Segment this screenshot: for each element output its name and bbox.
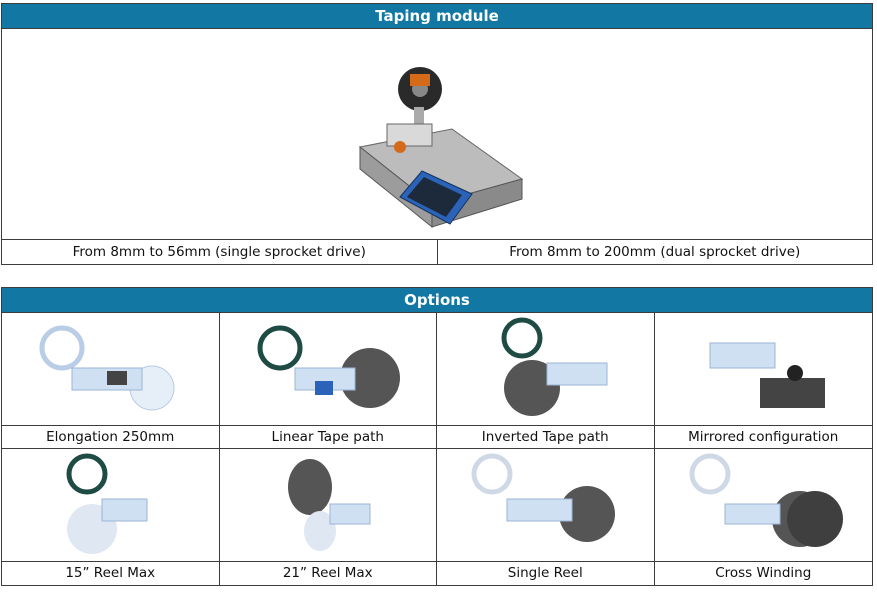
option-label: Linear Tape path xyxy=(219,426,437,449)
option-label: Inverted Tape path xyxy=(437,426,655,449)
dual-sprocket-caption: From 8mm to 200mm (dual sprocket drive) xyxy=(436,240,873,264)
option-label: Cross Winding xyxy=(715,565,812,581)
option-image-cross-winding xyxy=(654,449,872,562)
option-label: Mirrored configuration xyxy=(654,426,872,449)
option-label: Single Reel xyxy=(437,562,655,585)
option-image-inverted-tape-path xyxy=(437,313,655,426)
option-image-21-reel-max xyxy=(219,449,437,562)
option-image-15-reel-max xyxy=(2,449,220,562)
option-label: 21” Reel Max xyxy=(220,562,437,585)
option-image-mirrored-configuration xyxy=(654,313,872,426)
option-image-elongation xyxy=(2,313,220,426)
option-label: Elongation 250mm xyxy=(2,426,220,449)
options-grid: Elongation 250mm Linear Tape path Invert… xyxy=(2,313,872,585)
options-header: Options xyxy=(2,288,872,313)
option-label: 15” Reel Max xyxy=(2,562,220,585)
options-table: Options xyxy=(1,287,873,586)
taping-module-header: Taping module xyxy=(2,4,872,29)
taping-module-image xyxy=(2,29,872,240)
single-sprocket-caption: From 8mm to 56mm (single sprocket drive) xyxy=(72,244,366,260)
taping-module-table: Taping module From 8mm to 56mm (single s… xyxy=(1,3,873,265)
option-image-single-reel xyxy=(437,449,655,562)
option-image-linear-tape-path xyxy=(219,313,437,426)
